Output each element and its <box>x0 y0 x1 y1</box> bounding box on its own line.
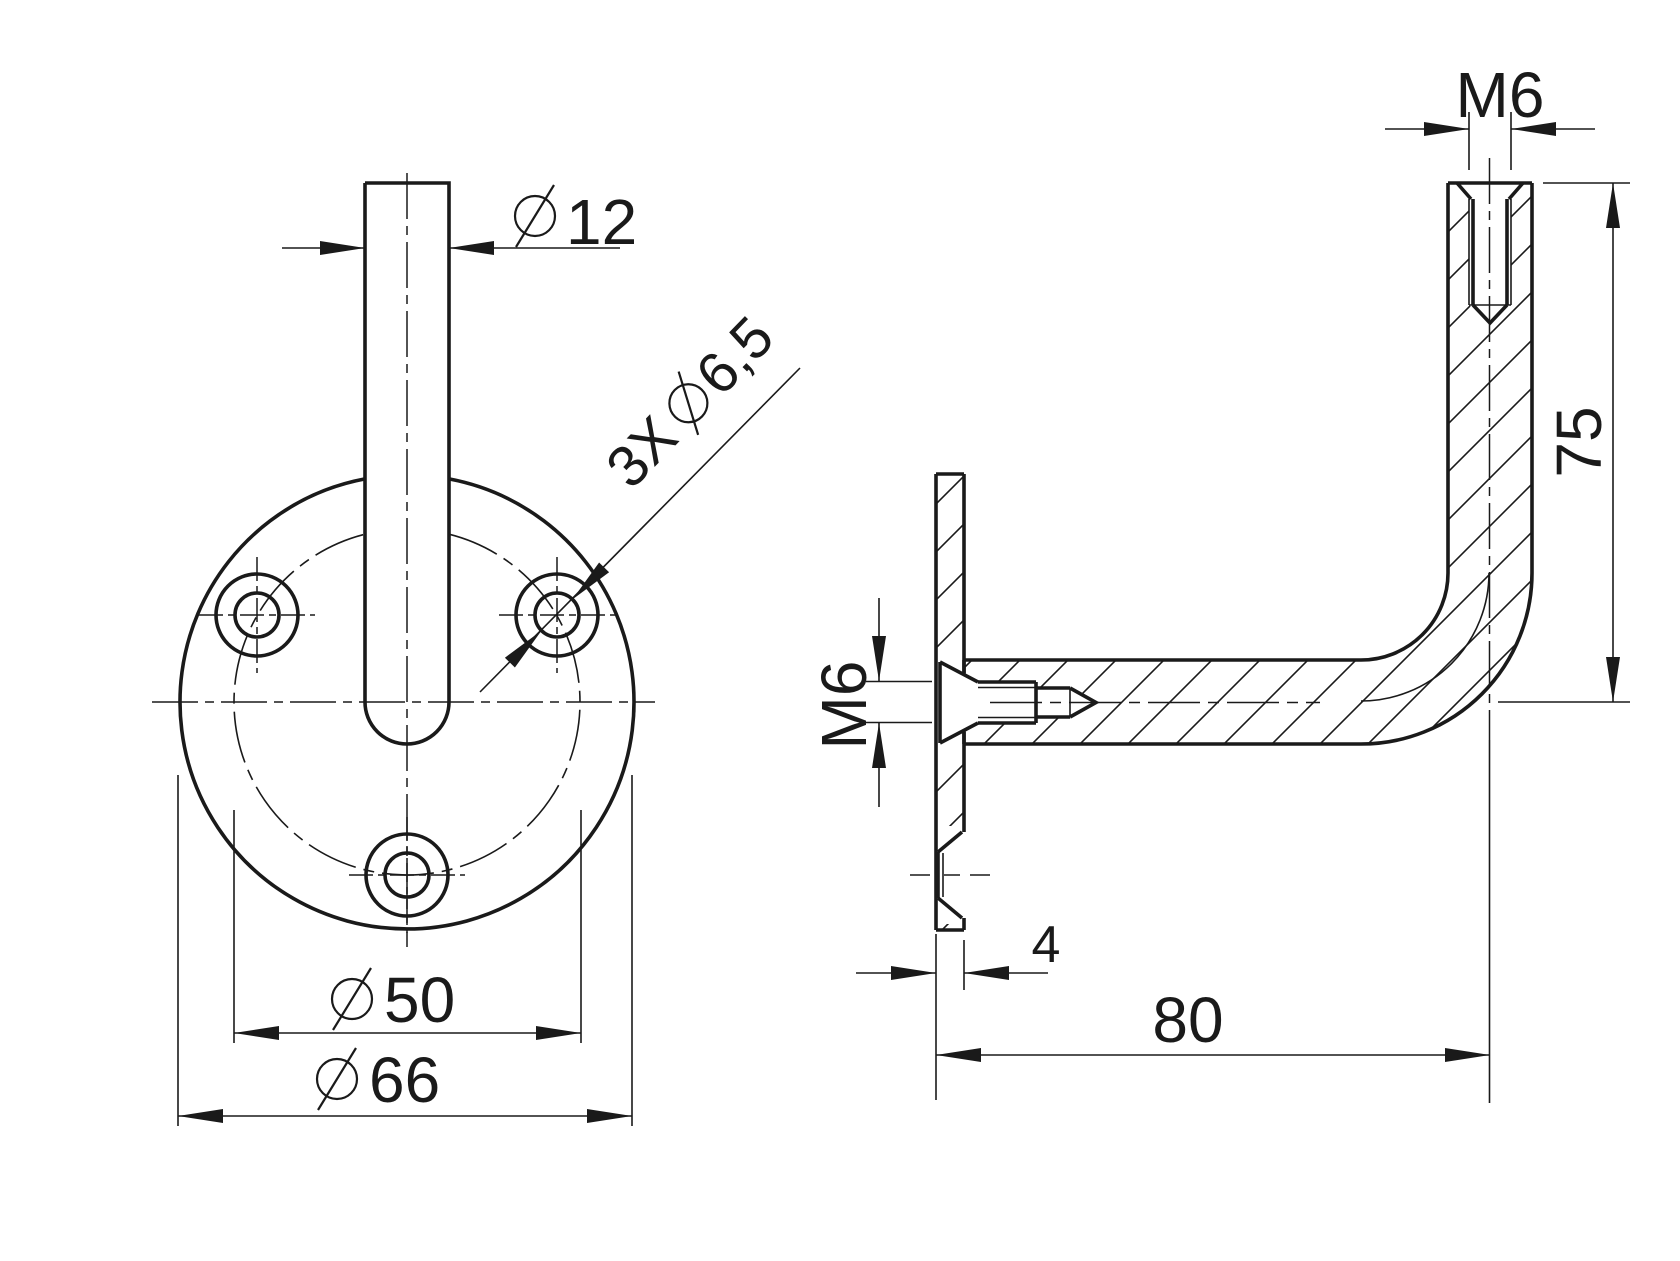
wall-plate-section <box>910 472 990 932</box>
hole-centerlines <box>349 817 465 933</box>
arrowhead <box>572 562 610 600</box>
bracket-hatch <box>964 183 1532 744</box>
dim-value: M6 <box>808 661 880 750</box>
arrowhead <box>1445 1048 1490 1062</box>
side-centerlines <box>990 158 1491 1103</box>
bend-tangent-line <box>1360 572 1490 702</box>
arrowhead <box>1424 122 1469 136</box>
core-hole-lines <box>1471 199 1509 305</box>
dim-outer-diameter: 66 <box>177 775 633 1126</box>
mounting-hole <box>199 557 315 673</box>
arrowhead <box>536 1026 581 1040</box>
screw-tip-body <box>1036 686 1070 719</box>
arrowhead <box>964 966 1009 980</box>
dim-shaft-diameter: 12 <box>282 184 637 258</box>
screw-head-cone <box>939 660 979 745</box>
side-view: M6 75 M6 4 <box>808 59 1630 1103</box>
arrowhead <box>872 636 886 681</box>
arrowhead <box>936 1048 981 1062</box>
mounting-hole <box>349 817 465 933</box>
dim-reach: 80 <box>936 984 1490 1062</box>
holes-label: 3X 6,5 <box>594 304 786 500</box>
dim-value: 66 <box>369 1044 440 1116</box>
extension-lines <box>1498 182 1630 703</box>
arrowhead <box>1606 183 1620 228</box>
arrowhead <box>504 630 542 668</box>
elbow-outer-arc <box>1360 572 1534 746</box>
diameter-symbol <box>330 967 374 1031</box>
arrowhead <box>587 1109 632 1123</box>
dim-bolt-circle: 50 <box>233 810 582 1043</box>
dim-value: 80 <box>1152 984 1223 1056</box>
dim-value: M6 <box>1456 59 1545 131</box>
arrowhead <box>234 1026 279 1040</box>
arrowhead <box>449 241 494 255</box>
extension-lines <box>233 810 582 1043</box>
thread-root-lines <box>978 686 1036 719</box>
diameter-symbol <box>513 184 557 248</box>
countersink-cone <box>936 830 964 920</box>
arrowhead <box>1606 657 1620 702</box>
arrowhead <box>178 1109 223 1123</box>
dim-holes: 3X 6,5 <box>479 304 801 693</box>
extension-lines <box>935 934 965 1100</box>
arrowhead <box>1511 122 1556 136</box>
arrowhead <box>891 966 936 980</box>
hole-centerlines <box>199 557 315 673</box>
dim-value: 12 <box>566 186 637 258</box>
wall-plate-hatch <box>936 474 964 930</box>
shaft-outline <box>363 181 451 746</box>
extension-lines <box>866 680 932 724</box>
diameter-symbol <box>315 1047 359 1111</box>
dim-value: 50 <box>384 964 455 1036</box>
diameter-symbol <box>668 371 709 436</box>
bracket-section <box>962 181 1534 746</box>
chamfer-lines <box>1455 181 1525 201</box>
arrowhead <box>872 723 886 768</box>
dim-value: 4 <box>1032 916 1061 974</box>
arrowhead <box>320 241 365 255</box>
plate-top-bottom-edges <box>936 472 964 932</box>
dim-plate-thickness: 4 <box>856 916 1060 1100</box>
lower-countersunk-hole <box>910 830 990 920</box>
screw-shaft <box>978 680 1036 725</box>
dim-thread-top: M6 <box>1385 59 1595 170</box>
dim-screw-thread: M6 <box>808 598 932 807</box>
front-view: 12 3X 6,5 5 <box>152 173 801 1126</box>
dim-value: 75 <box>1543 406 1615 477</box>
elbow-inner-arc <box>1360 572 1450 662</box>
extension-lines <box>177 775 633 1126</box>
dim-value: 6,5 <box>683 304 786 407</box>
dim-height: 75 <box>1498 182 1630 703</box>
extension-lines <box>1468 112 1512 170</box>
